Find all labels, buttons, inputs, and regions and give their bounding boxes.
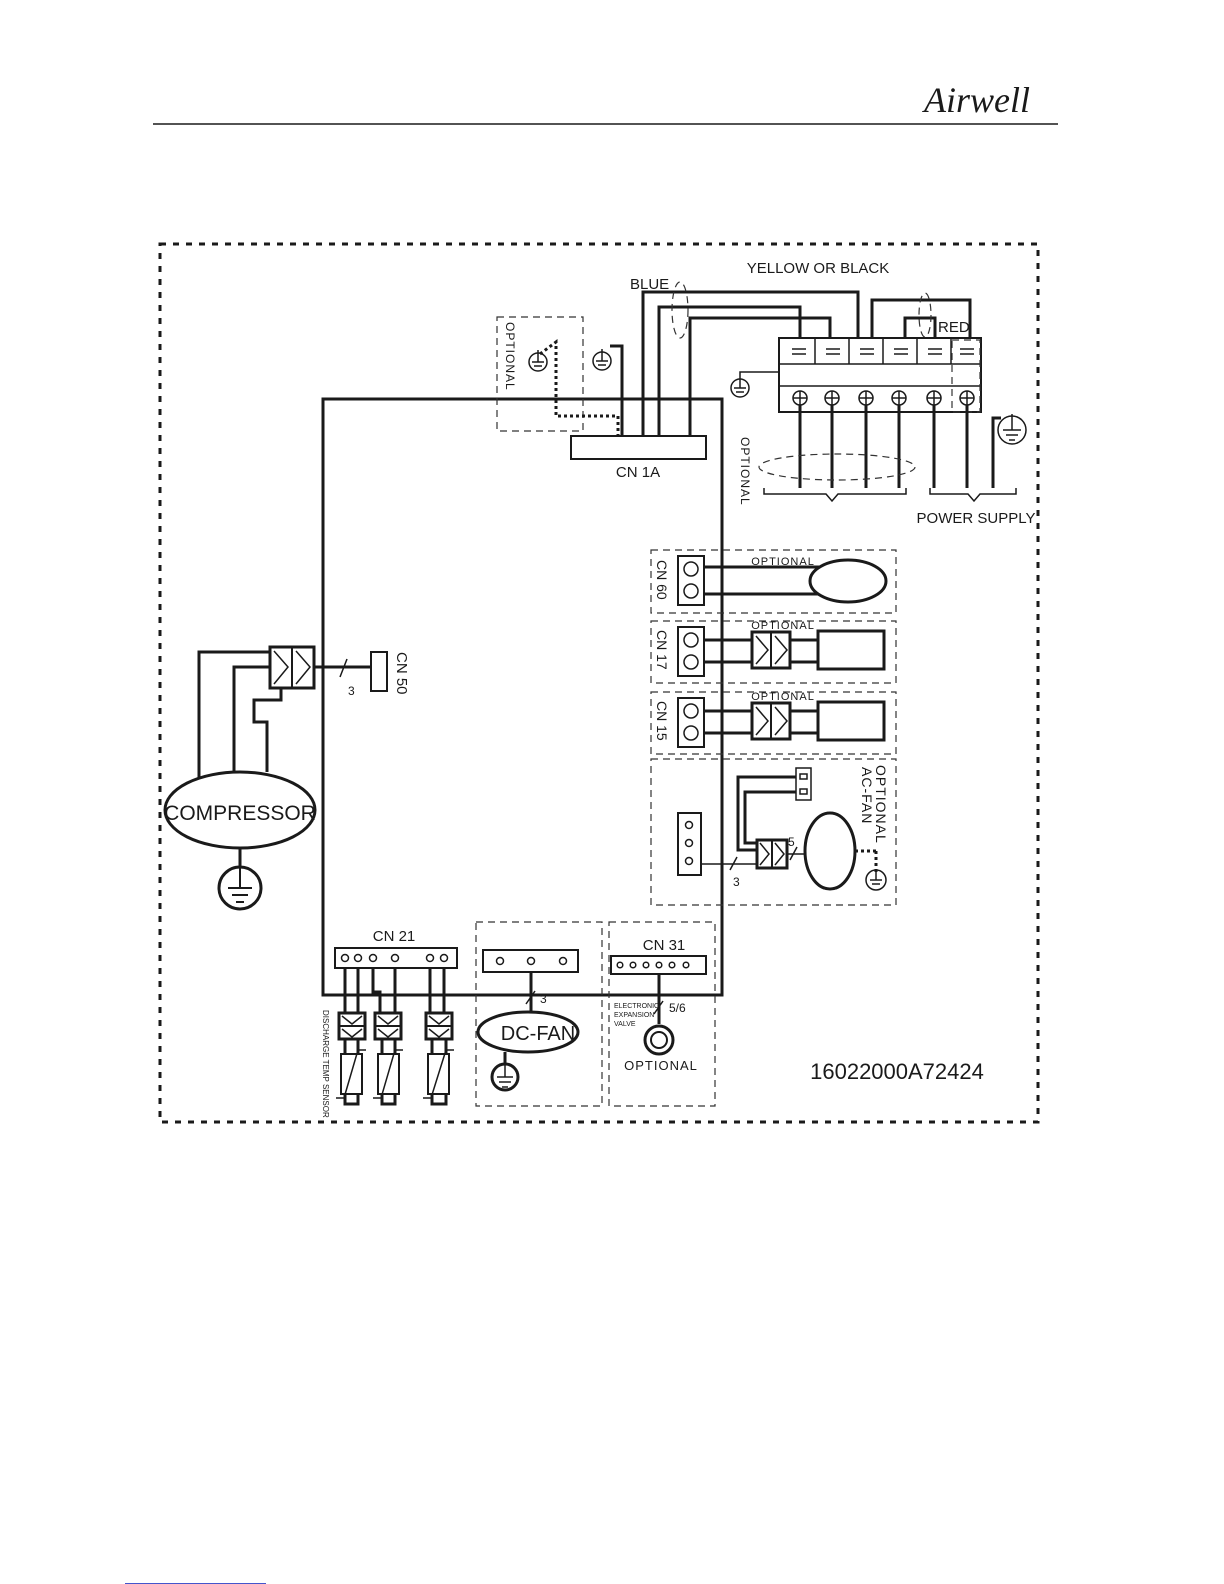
cn31-label: CN 31 [643, 937, 686, 954]
cn50-connector [371, 652, 387, 691]
dc-fan-wire-count: 3 [540, 992, 547, 1006]
terminal-block [779, 338, 981, 412]
cn21-label: CN 21 [373, 928, 416, 945]
blue-wire-shield [672, 282, 688, 338]
cn17-plug [752, 632, 790, 668]
terminal-screws [793, 391, 974, 405]
cn21-sensor-wires [345, 968, 444, 1013]
optional-terminal-label: OPTIONAL [738, 437, 752, 506]
eev-label-3: VALVE [614, 1021, 636, 1028]
discharge-temp-sensor-label: DISCHARGE TEMP SENSOR [321, 1010, 330, 1118]
optional-eev-label: OPTIONAL [624, 1058, 698, 1073]
earth-wire [740, 372, 779, 376]
ac-fan-label: AC-FAN [859, 767, 875, 824]
ac-fan-motor [805, 813, 855, 889]
optional-cn15-label: OPTIONAL [751, 691, 815, 703]
cn17-label: CN 17 [654, 630, 670, 670]
temp-sensor-thermistors [336, 1039, 454, 1104]
ac-fan-pcb-connector [678, 813, 701, 875]
earth-icon [219, 867, 261, 909]
cn1a-label: CN 1A [616, 464, 660, 481]
sensor-plugs [339, 1013, 452, 1039]
dc-fan-label: DC-FAN [501, 1023, 575, 1045]
red-label: RED [938, 319, 970, 336]
power-supply-label: POWER SUPPLY [917, 510, 1036, 527]
brand-logo: Airwell [922, 80, 1030, 120]
ac-fan-capacitor-connector [796, 768, 811, 800]
signal-brace [764, 488, 906, 501]
earth-icon [998, 414, 1026, 444]
terminal-wire-shield [759, 454, 915, 480]
optional-earth-wire [540, 342, 618, 436]
earth-icon [866, 870, 886, 890]
earth-icon [529, 350, 547, 371]
earth-icon [593, 349, 611, 370]
compressor-label: COMPRESSOR [164, 802, 316, 825]
cn60-label: CN 60 [654, 560, 670, 600]
earth-icon [731, 376, 749, 397]
part-number: 16022000A72424 [810, 1059, 984, 1084]
cn31-connector [611, 956, 706, 974]
eev-coil [645, 1026, 673, 1054]
yellow-black-label: YELLOW OR BLACK [747, 260, 890, 277]
cn15-label: CN 15 [654, 701, 670, 741]
earth-wire [610, 346, 622, 436]
optional-cn17-label: OPTIONAL [751, 620, 815, 632]
power-brace [930, 488, 1016, 501]
eev-wire-count: 5/6 [669, 1001, 686, 1015]
eev-label-2: EXPANSION [614, 1012, 654, 1019]
optional-top-label: OPTIONAL [503, 322, 517, 391]
cn15-plug [752, 703, 790, 739]
ac-fan-plug [757, 840, 787, 868]
header: Airwell [153, 80, 1058, 124]
cn1a-connector [571, 436, 706, 459]
cn17-load [818, 631, 884, 669]
cn60-load [810, 560, 886, 602]
ac-fan-wire-5: 5 [788, 835, 795, 849]
blue-label: BLUE [630, 276, 669, 293]
earth-icon [492, 1064, 518, 1090]
ac-fan-wire-3: 3 [733, 875, 740, 889]
cn15-load [818, 702, 884, 740]
cn50-label: CN 50 [393, 652, 410, 695]
optional-cn60-label: OPTIONAL [751, 556, 815, 568]
compressor-wire-count: 3 [348, 684, 355, 698]
cn21-connector [335, 948, 457, 968]
terminal-output-wires [800, 405, 1001, 488]
compressor-plug [270, 647, 314, 688]
eev-label-1: ELECTRONIC [614, 1003, 659, 1010]
wire-3 [690, 318, 830, 436]
